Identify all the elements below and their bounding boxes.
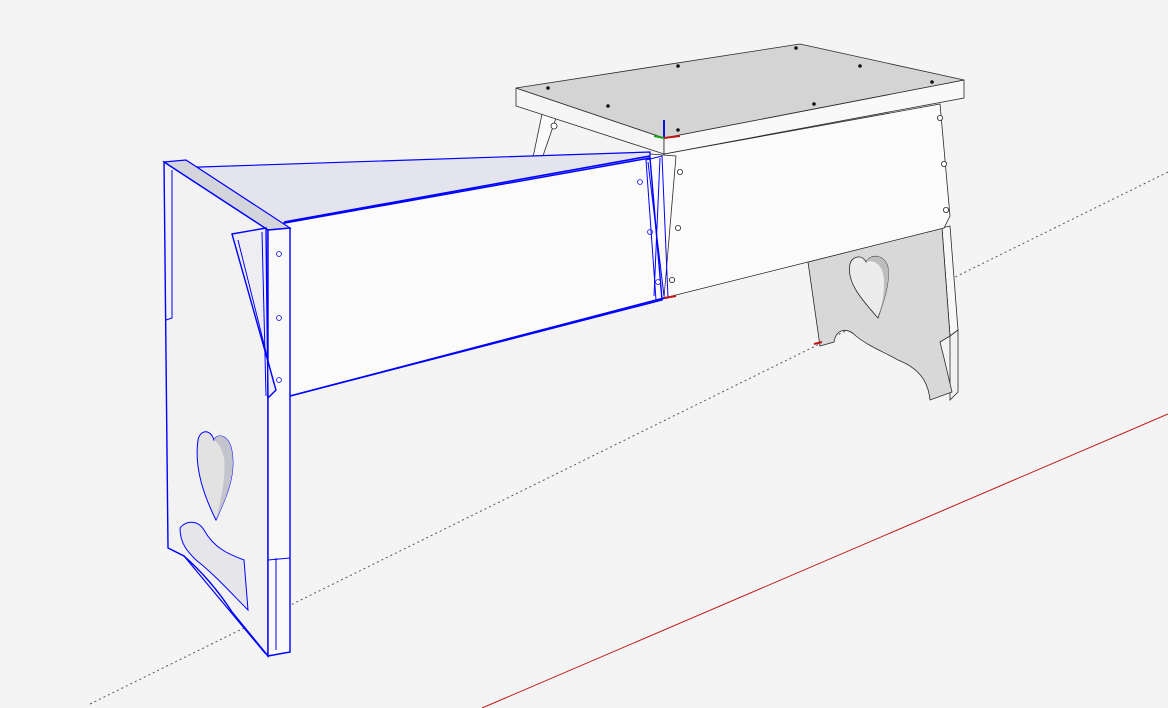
heart-cutout-far-shadow [866,256,889,318]
screw-hole-icon [941,160,948,167]
apron-bottom-edge [289,297,665,397]
near-leg-bottom [167,547,269,657]
red-axis-line [481,413,1168,708]
stool-top[interactable] [515,43,965,155]
axes-origin-icon [653,120,681,139]
leg-foot-cutout [179,521,249,612]
screw-hole-icon [276,315,282,321]
cleat-face [231,227,277,400]
screw-hole-icon [637,179,643,185]
screw-hole-icon [276,251,282,257]
far-leg[interactable] [807,225,959,401]
far-leg-face [807,227,953,401]
near-apron-selected[interactable] [168,151,669,401]
apron-top-line [283,155,651,223]
screw-hole-icon [655,279,661,285]
top-surface [515,43,965,139]
red-axis-marker-icon [663,295,823,345]
screw-hole-icon [675,224,682,231]
screw-hole-icon [669,276,676,283]
near-leg-edge [267,227,291,657]
screw-hole-icon [937,115,944,122]
heart-cutout-near-shadow [214,436,233,520]
near-cleat-selected[interactable] [231,227,282,400]
screw-hole-icon [943,206,950,213]
far-leg-side-edge [949,329,959,401]
screw-hole-icon [677,168,684,175]
near-leg-selected[interactable] [162,159,292,658]
top-screw-holes [546,46,934,132]
near-leg-inner-edge [165,170,173,321]
screw-hole-icon [276,377,282,383]
far-apron[interactable] [663,103,951,299]
